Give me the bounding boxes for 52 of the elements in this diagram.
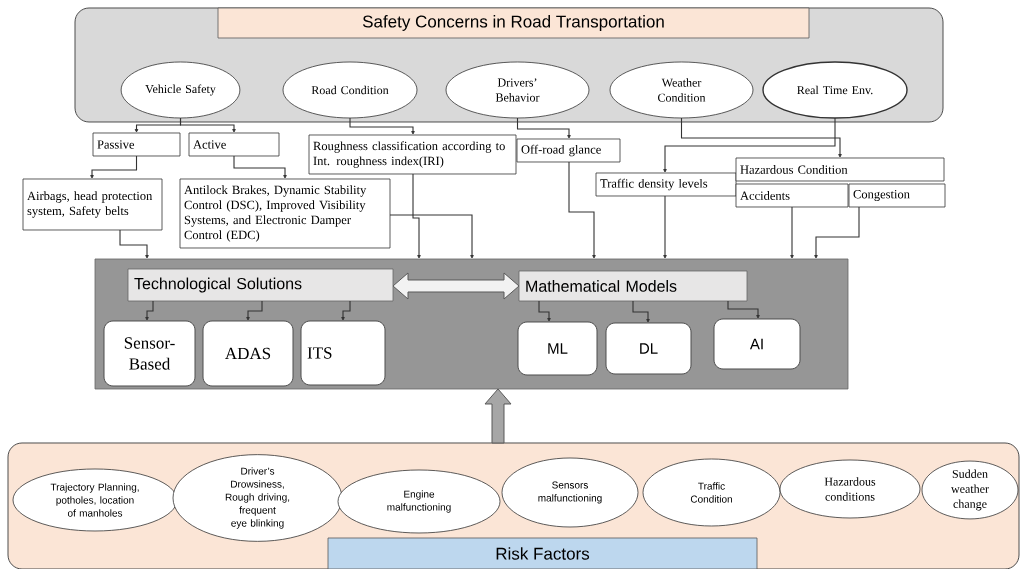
arrow bbox=[179, 117, 236, 133]
heading-box: Safety Concerns in Road Transportation bbox=[217, 7, 810, 39]
arrow bbox=[632, 300, 650, 323]
oval: Trajectory Planning, potholes, location of manholes bbox=[12, 468, 178, 532]
arrow bbox=[680, 117, 842, 158]
text-box: Off-road glance bbox=[516, 138, 621, 163]
oval: Road Condition bbox=[282, 61, 418, 119]
arrow bbox=[233, 155, 287, 179]
arrow bbox=[663, 195, 667, 259]
text-box: Congestion bbox=[848, 183, 946, 208]
heading-box: Mathematical Models bbox=[518, 270, 748, 302]
oval: Sensors malfunctioning bbox=[501, 457, 639, 528]
rounded-box: Sensor-Based bbox=[103, 320, 196, 387]
arrow bbox=[727, 300, 760, 319]
oval: Drivers’ Behavior bbox=[445, 61, 590, 119]
arrow bbox=[246, 300, 263, 321]
arrow bbox=[538, 300, 551, 322]
text-box: Passive bbox=[92, 132, 181, 157]
oval: Traffic Condition bbox=[642, 458, 781, 527]
block-arrow bbox=[392, 272, 520, 300]
arrow bbox=[814, 206, 860, 259]
rounded-box: ML bbox=[517, 321, 598, 376]
arrow bbox=[389, 214, 474, 259]
rounded-box: DL bbox=[605, 322, 692, 375]
arrow bbox=[145, 300, 154, 321]
arrow bbox=[412, 173, 421, 259]
arrow bbox=[349, 117, 415, 135]
oval: Real Time Env. bbox=[762, 61, 908, 119]
block-arrow bbox=[484, 388, 512, 444]
text-box: Airbags, head protection system, Safety belts bbox=[22, 178, 163, 231]
heading-box: Technological Solutions bbox=[127, 268, 394, 302]
oval: Hazardous conditions bbox=[779, 459, 921, 519]
arrow bbox=[119, 229, 149, 259]
arrow bbox=[516, 117, 571, 139]
text-box: Active bbox=[188, 132, 280, 157]
oval: Sudden weather change bbox=[921, 460, 1019, 520]
arrow bbox=[568, 161, 596, 259]
rounded-box: AI bbox=[713, 318, 801, 370]
text-box: Traffic density levels bbox=[595, 172, 737, 197]
heading-box: Risk Factors bbox=[327, 537, 758, 569]
oval: Driver’s Drowsiness, Rough driving, frequent eye blinking bbox=[172, 454, 343, 542]
arrow bbox=[790, 206, 794, 259]
arrow bbox=[341, 300, 351, 321]
oval: Weather Condition bbox=[609, 61, 754, 119]
rounded-box: ADAS bbox=[202, 320, 294, 387]
rounded-box: ITS bbox=[300, 320, 386, 386]
oval: Vehicle Safety bbox=[120, 61, 241, 119]
text-box: Antilock Brakes, Dynamic Stability Control (DSC), Improved Visibility Systems, and Electronic Damper Control (EDC) bbox=[179, 178, 391, 249]
oval: Engine malfunctioning bbox=[337, 469, 501, 534]
arrow bbox=[663, 117, 836, 173]
arrow bbox=[90, 155, 138, 179]
text-box: Accidents bbox=[735, 183, 849, 208]
